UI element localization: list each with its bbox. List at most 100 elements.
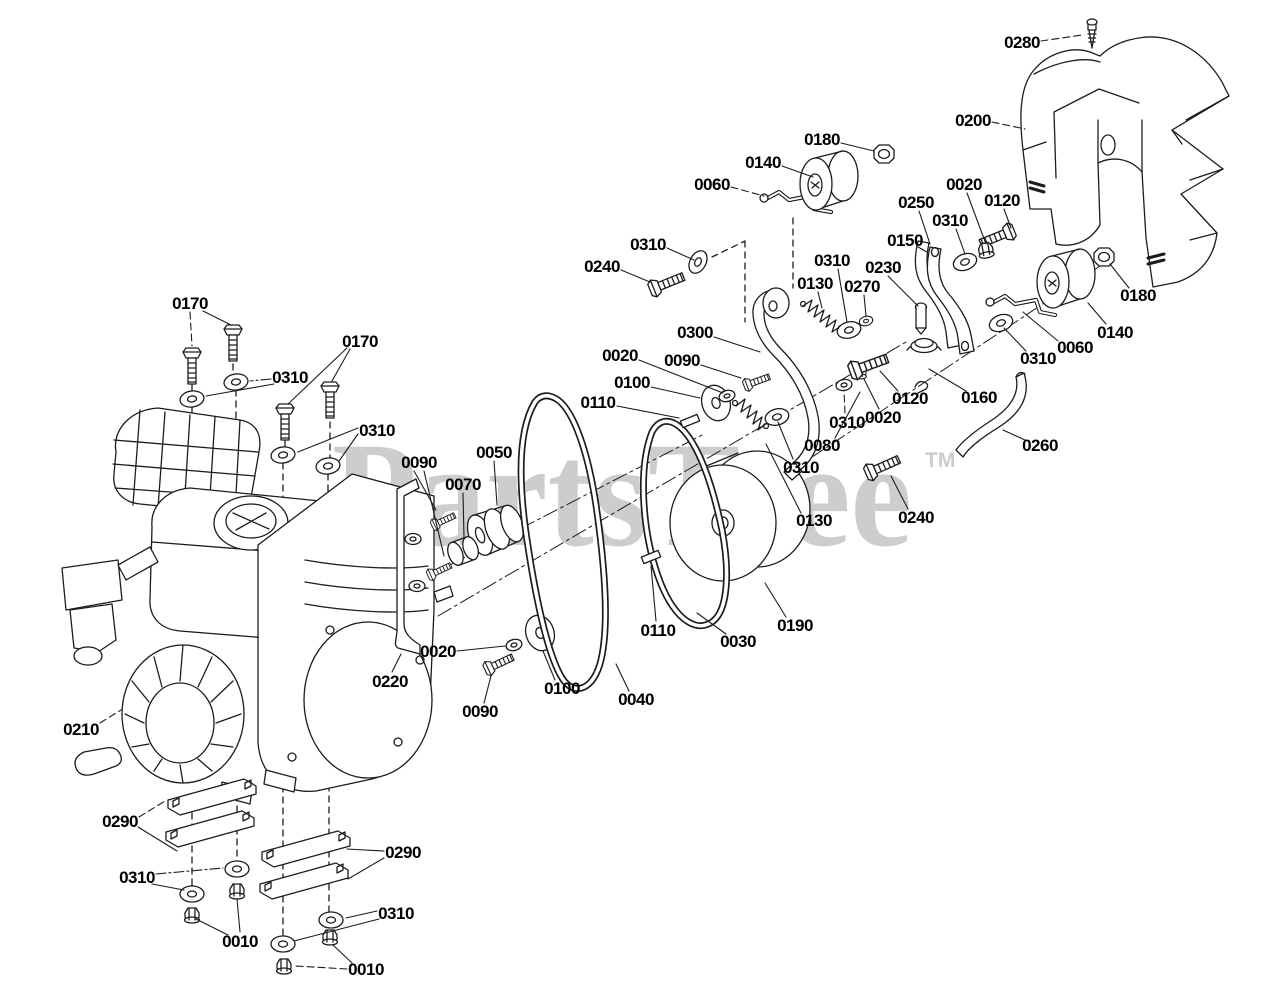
part-callout-0080[interactable]: 0080: [804, 436, 840, 455]
leader-line: [700, 364, 742, 379]
part-callout-0210[interactable]: 0210: [63, 720, 99, 739]
part-callout-0290[interactable]: 0290: [102, 812, 138, 831]
clip-0160: [914, 380, 929, 394]
part-callout-0040[interactable]: 0040: [618, 690, 654, 709]
leader-line: [1087, 302, 1107, 325]
part-callout-0100[interactable]: 0100: [544, 679, 580, 698]
leader-line: [696, 612, 727, 635]
leader-line: [863, 378, 880, 410]
part-callout-0020[interactable]: 0020: [865, 408, 901, 427]
drive-plate-and-pulley: [394, 478, 560, 678]
leader-line: [332, 944, 353, 964]
leader-line: [966, 192, 987, 245]
part-callout-0120[interactable]: 0120: [984, 191, 1020, 210]
part-callout-0010[interactable]: 0010: [348, 960, 384, 979]
part-callout-0310[interactable]: 0310: [630, 235, 666, 254]
part-callout-0060[interactable]: 0060: [694, 175, 730, 194]
part-callout-0280[interactable]: 0280: [1004, 33, 1040, 52]
leader-line: [955, 228, 966, 255]
part-callout-0310[interactable]: 0310: [829, 413, 865, 432]
leader-line: [837, 268, 848, 323]
part-callout-0180[interactable]: 0180: [804, 130, 840, 149]
part-callout-0140[interactable]: 0140: [1097, 323, 1133, 342]
part-callout-0060[interactable]: 0060: [1057, 338, 1093, 357]
part-callout-0120[interactable]: 0120: [892, 389, 928, 408]
part-callout-0310[interactable]: 0310: [1020, 349, 1056, 368]
leader-line: [294, 965, 348, 970]
leader-line: [764, 582, 787, 618]
leader-line: [817, 291, 823, 309]
pulley-0050: [466, 504, 525, 556]
part-callout-0110[interactable]: 0110: [641, 621, 676, 640]
spacer-0070: [447, 536, 479, 566]
belt-drive: [517, 380, 811, 692]
part-callout-0010[interactable]: 0010: [222, 932, 258, 951]
screw-0280: [1086, 18, 1098, 49]
leader-line: [1002, 429, 1026, 441]
leader-line: [346, 848, 385, 852]
part-callout-0110[interactable]: 0110: [581, 393, 616, 412]
part-callout-0050[interactable]: 0050: [476, 443, 512, 462]
leader-line: [1109, 263, 1130, 289]
part-callout-0310[interactable]: 0310: [119, 868, 155, 887]
leader-line: [249, 378, 272, 382]
part-callout-0310[interactable]: 0310: [359, 421, 395, 440]
part-callout-0300[interactable]: 0300: [677, 323, 713, 342]
part-callout-0180[interactable]: 0180: [1120, 286, 1156, 305]
part-callout-0070[interactable]: 0070: [445, 475, 481, 494]
part-callout-0240[interactable]: 0240: [898, 508, 934, 527]
part-callout-0310[interactable]: 0310: [783, 458, 819, 477]
part-callout-0090[interactable]: 0090: [462, 702, 498, 721]
part-callout-0260[interactable]: 0260: [1022, 436, 1058, 455]
part-callout-0290[interactable]: 0290: [385, 843, 421, 862]
leader-line: [345, 910, 378, 919]
part-callout-0170[interactable]: 0170: [342, 332, 378, 351]
part-callout-0140[interactable]: 0140: [745, 153, 781, 172]
leader-line: [890, 475, 909, 510]
part-callout-0160[interactable]: 0160: [961, 388, 997, 407]
part-callout-0020[interactable]: 0020: [420, 642, 456, 661]
part-callout-0100[interactable]: 0100: [614, 373, 650, 392]
leader-line: [236, 898, 241, 933]
leader-line: [483, 675, 492, 704]
leader-line: [879, 370, 899, 392]
part-callout-0090[interactable]: 0090: [664, 351, 700, 370]
part-callout-0240[interactable]: 0240: [584, 257, 620, 276]
leader-line: [137, 826, 178, 852]
leader-line: [843, 389, 846, 414]
part-callout-0200[interactable]: 0200: [955, 111, 991, 130]
part-callout-0150[interactable]: 0150: [887, 231, 923, 250]
leader-line: [542, 650, 556, 681]
part-callout-0250[interactable]: 0250: [898, 193, 934, 212]
leader-line: [887, 275, 919, 307]
leader-line: [391, 653, 402, 673]
belt-0030: [639, 417, 731, 630]
leader-line: [616, 405, 680, 419]
part-callout-0310[interactable]: 0310: [378, 904, 414, 923]
leader-line: [834, 391, 861, 439]
leader-line: [347, 857, 385, 880]
part-callout-0130[interactable]: 0130: [796, 511, 832, 530]
part-callout-0170[interactable]: 0170: [172, 294, 208, 313]
part-callout-0310[interactable]: 0310: [932, 211, 968, 230]
engine-mount-hardware: [165, 778, 351, 975]
part-callout-0090[interactable]: 0090: [401, 453, 437, 472]
leader-line: [493, 460, 498, 506]
part-callout-0310[interactable]: 0310: [814, 251, 850, 270]
part-callout-0020[interactable]: 0020: [602, 346, 638, 365]
leader-line: [189, 311, 193, 347]
leader-line: [462, 492, 465, 539]
part-callout-0030[interactable]: 0030: [720, 632, 756, 651]
part-callout-0230[interactable]: 0230: [865, 258, 901, 277]
part-callout-0020[interactable]: 0020: [946, 175, 982, 194]
part-callout-0310[interactable]: 0310: [272, 368, 308, 387]
part-callout-0220[interactable]: 0220: [372, 672, 408, 691]
part-callout-0190[interactable]: 0190: [777, 616, 813, 635]
leader-line: [1022, 311, 1059, 342]
leader-line: [413, 470, 437, 511]
part-callout-0270[interactable]: 0270: [844, 277, 880, 296]
part-callout-0130[interactable]: 0130: [797, 274, 833, 293]
leader-line: [195, 918, 229, 936]
leader-line: [777, 421, 794, 460]
idler-linkage: [645, 221, 1027, 483]
